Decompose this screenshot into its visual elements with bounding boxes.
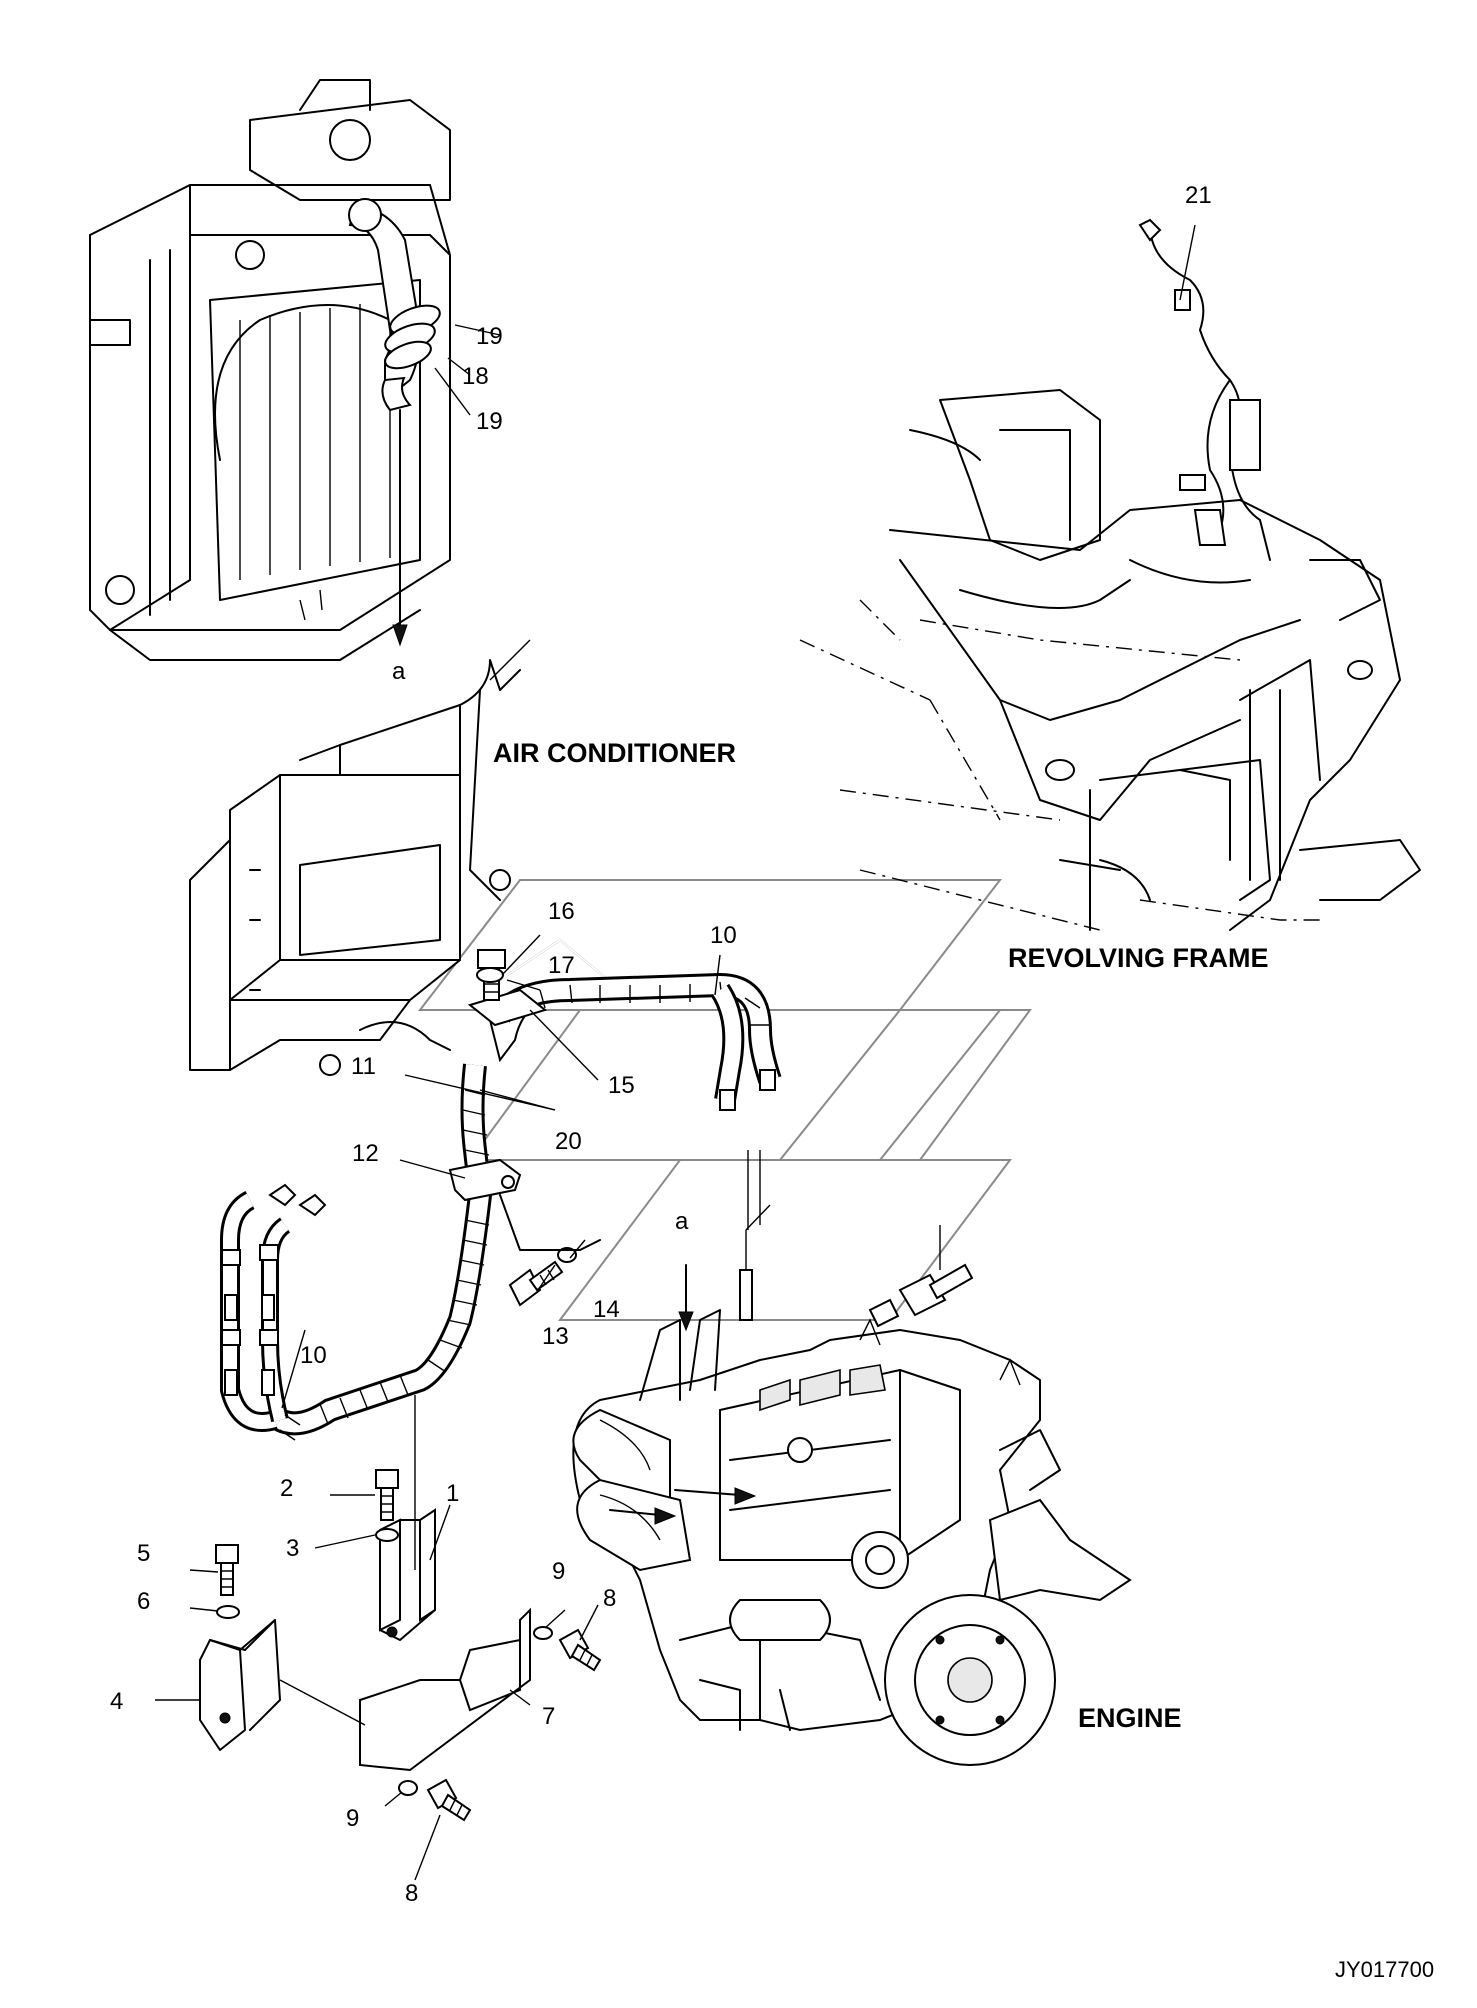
washer-9-lower [398, 1780, 418, 1796]
bracket-1 [379, 1508, 436, 1641]
clamp-15 [467, 988, 548, 1027]
engine-assembly [572, 1309, 1132, 1766]
part-2: 2 [280, 1475, 294, 1502]
part-12: 12 [352, 1140, 379, 1167]
bolt-5 [215, 1544, 239, 1596]
bolt-8-upper [558, 1628, 602, 1672]
leader-lines [155, 224, 1196, 1881]
part-16: 16 [548, 898, 575, 925]
label-revolving-frame: REVOLVING FRAME [1008, 943, 1269, 973]
part-9-upper: 9 [552, 1558, 566, 1585]
part-10-lower: 10 [300, 1342, 327, 1369]
part-4: 4 [110, 1688, 124, 1715]
part-14: 14 [593, 1296, 620, 1323]
part-7: 7 [542, 1703, 556, 1730]
sensor-fittings [739, 1150, 974, 1328]
clamp-12 [448, 1158, 522, 1202]
part-13: 13 [542, 1323, 569, 1350]
part-18: 18 [462, 363, 489, 390]
air-conditioner-unit [189, 639, 531, 1076]
bracket-7 [359, 1607, 531, 1772]
part-3: 3 [286, 1535, 300, 1562]
washer-3 [375, 1528, 399, 1542]
part-19-upper: 19 [476, 323, 503, 350]
part-15: 15 [608, 1072, 635, 1099]
bolt-2 [375, 1469, 399, 1521]
revolving-frame [799, 218, 1421, 931]
part-6: 6 [137, 1588, 151, 1615]
drawing-number: JY017700 [1335, 1957, 1435, 1982]
bolt-16 [477, 949, 506, 1001]
washer-6 [216, 1605, 240, 1619]
label-engine: ENGINE [1078, 1703, 1182, 1733]
label-view-a-bottom: a [675, 1208, 689, 1235]
washer-9-upper [533, 1626, 553, 1640]
part-11: 11 [351, 1053, 376, 1080]
part-8-upper: 8 [603, 1585, 617, 1612]
washer-14 [557, 1247, 577, 1263]
bolt-8-lower [426, 1778, 472, 1822]
part-19-lower: 19 [476, 408, 503, 435]
part-9-lower: 9 [346, 1805, 360, 1832]
part-1: 1 [446, 1480, 460, 1507]
bolt-13 [508, 1260, 564, 1307]
label-view-a-top: a [392, 658, 406, 685]
bracket-4 [199, 1619, 281, 1751]
wire-harness [220, 939, 782, 1441]
part-21: 21 [1185, 182, 1212, 209]
part-17: 17 [548, 952, 575, 979]
part-10-upper: 10 [710, 922, 737, 949]
label-air-conditioner: AIR CONDITIONER [493, 738, 736, 768]
part-8-lower: 8 [405, 1880, 419, 1907]
part-20: 20 [555, 1128, 582, 1155]
washer-17 [476, 967, 504, 983]
part-5: 5 [137, 1540, 151, 1567]
radiator-assembly [89, 79, 451, 661]
